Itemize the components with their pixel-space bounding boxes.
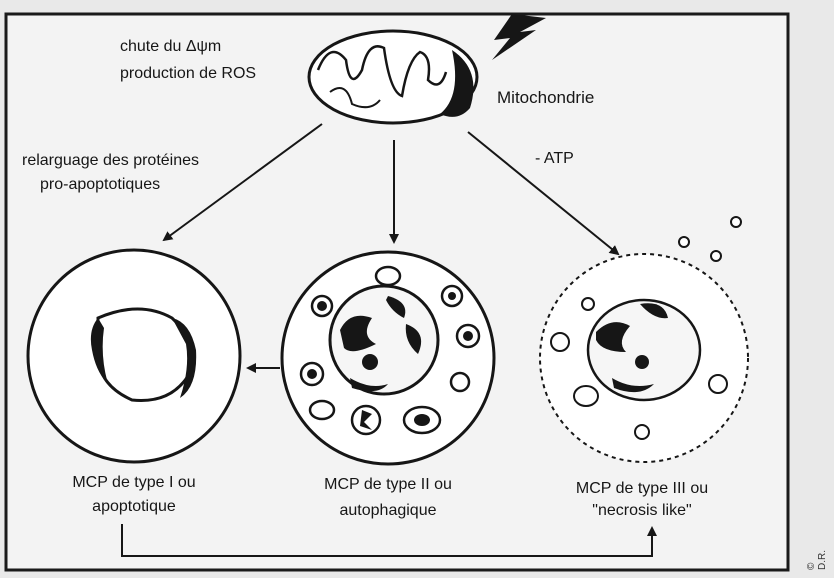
cell-type-1-label-line1: MCP de type I ou (34, 472, 234, 493)
cell-type-3-label-line1: MCP de type III ou (542, 478, 742, 499)
cell-type-2-label-line2: autophagique (288, 500, 488, 521)
cell-type-2 (282, 252, 494, 464)
atp-loss-label: - ATP (535, 148, 574, 169)
cell-type-3-label-line2: "necrosis like" (542, 500, 742, 521)
cell-type-2-label-line1: MCP de type II ou (288, 474, 488, 495)
mitochondria-effects-line2: production de ROS (120, 63, 256, 84)
release-label-line1: relarguage des protéines (22, 150, 199, 171)
photo-credit: © D.R. (806, 542, 828, 570)
mitochondria-effects-line1: chute du Δψm (120, 36, 221, 57)
mitochondria-label: Mitochondrie (497, 87, 594, 108)
mitochondrion (309, 31, 477, 123)
cell-type-1 (28, 250, 240, 462)
cell-type-1-label-line2: apoptotique (34, 496, 234, 517)
release-label-line2: pro-apoptotiques (40, 174, 160, 195)
